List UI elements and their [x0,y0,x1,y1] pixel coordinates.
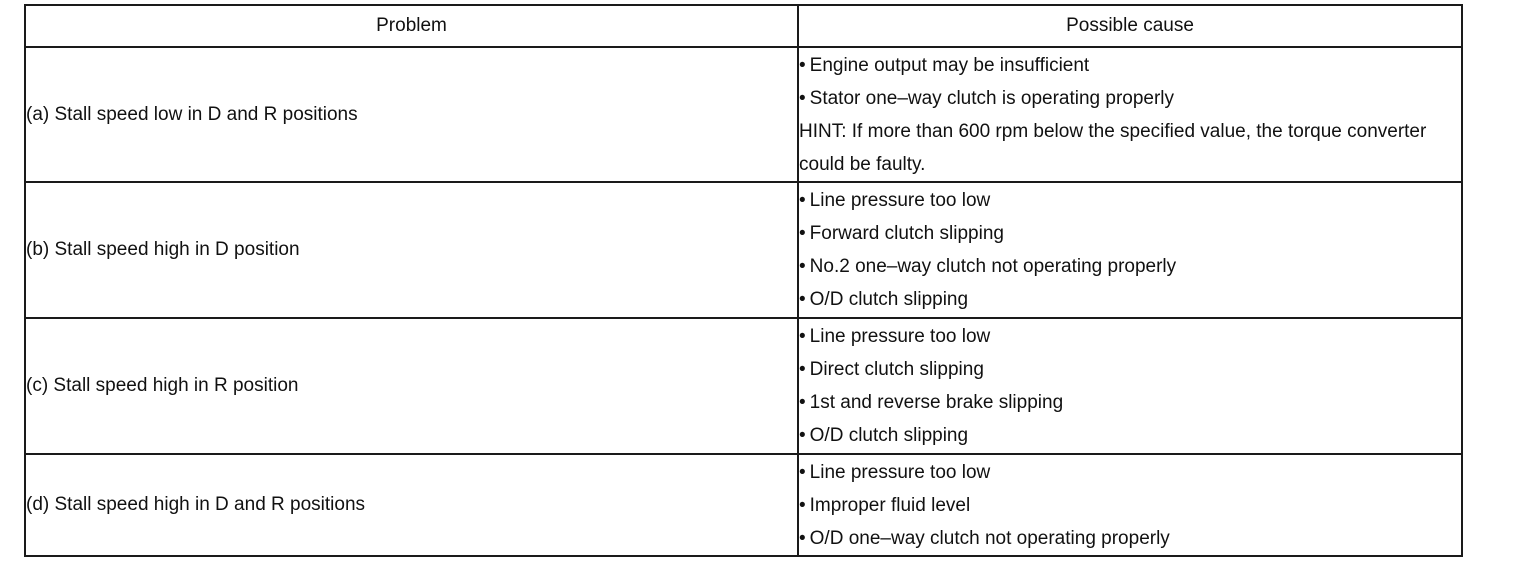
table-row: (d) Stall speed high in D and R position… [24,453,1463,557]
cause-cell: •Line pressure too low •Forward clutch s… [797,181,1463,319]
cause-item: •Engine output may be insufficient [799,54,1090,76]
cause-item: •Forward clutch slipping [799,223,1004,244]
cause-item: •O/D clutch slipping [799,425,969,446]
table-row: (c) Stall speed high in R position •Line… [24,317,1463,455]
bullet-icon: • [799,527,806,549]
cause-item: •1st and reverse brake slipping [799,392,1064,413]
problem-cell: (c) Stall speed high in R position [24,317,799,455]
bullet-icon: • [799,223,806,244]
cause-cell: •Engine output may be insufficient •Stat… [797,46,1463,183]
bullet-icon: • [799,494,806,516]
cause-item: •Line pressure too low [799,190,991,211]
problem-column-header: Problem [24,4,799,48]
bullet-icon: • [799,392,806,413]
cause-cell: •Line pressure too low •Improper fluid l… [797,453,1463,557]
bullet-icon: • [799,425,806,446]
cause-item: •Line pressure too low [799,461,991,483]
cause-cell: •Line pressure too low •Direct clutch sl… [797,317,1463,455]
bullet-icon: • [799,359,806,380]
bullet-icon: • [799,461,806,483]
table-header-row: Problem Possible cause [24,4,1463,48]
table-row: (b) Stall speed high in D position •Line… [24,181,1463,319]
bullet-icon: • [799,326,806,347]
problem-cell: (a) Stall speed low in D and R positions [24,46,799,183]
bullet-icon: • [799,87,806,109]
cause-item: •No.2 one–way clutch not operating prope… [799,256,1177,277]
problem-cell: (b) Stall speed high in D position [24,181,799,319]
bullet-icon: • [799,54,806,76]
hint-note: HINT: If more than 600 rpm below the spe… [799,120,1427,175]
bullet-icon: • [799,190,806,211]
cause-item: •O/D one–way clutch not operating proper… [799,527,1170,549]
cause-item: •Stator one–way clutch is operating prop… [799,87,1175,109]
cause-item: •O/D clutch slipping [799,289,969,310]
table-row: (a) Stall speed low in D and R positions… [24,46,1463,183]
cause-item: •Direct clutch slipping [799,359,984,380]
stall-speed-diagnosis-table: Problem Possible cause (a) Stall speed l… [24,4,1463,557]
bullet-icon: • [799,256,806,277]
problem-cell: (d) Stall speed high in D and R position… [24,453,799,557]
cause-item: •Improper fluid level [799,494,971,516]
bullet-icon: • [799,289,806,310]
cause-item: •Line pressure too low [799,326,991,347]
cause-column-header: Possible cause [797,4,1463,48]
